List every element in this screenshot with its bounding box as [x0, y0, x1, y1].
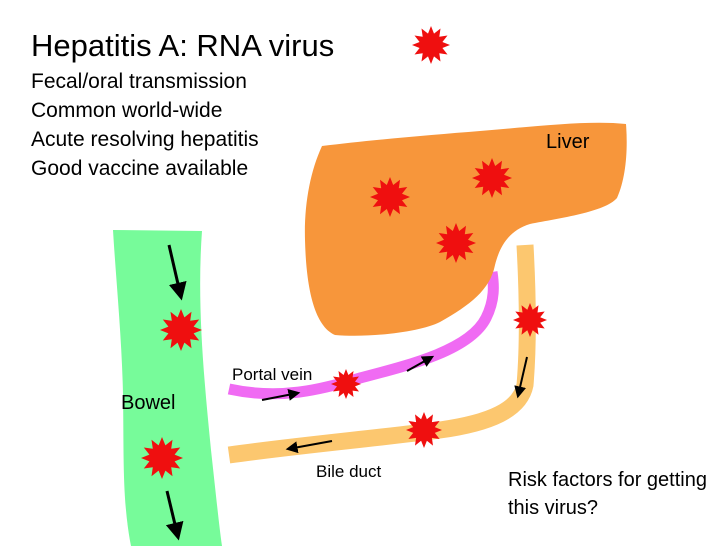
flow-arrow [285, 440, 333, 454]
virus-particle-icon [436, 223, 476, 263]
question-text: Risk factors for getting this virus? [508, 469, 707, 519]
virus-particle-icon [513, 303, 547, 337]
fact-line: Acute resolving hepatitis [31, 128, 259, 151]
page-title: Hepatitis A: RNA virus [31, 28, 335, 63]
bowel-label: Bowel [121, 392, 176, 414]
flow-arrow [514, 356, 528, 399]
virus-particle-icon [472, 158, 512, 198]
fact-line: Good vaccine available [31, 157, 249, 180]
portal-vein-label: Portal vein [232, 365, 313, 384]
virus-particle-icon [412, 26, 450, 64]
flow-arrow [406, 355, 435, 372]
flow-arrow [261, 388, 301, 401]
virus-particle-icon [370, 177, 410, 217]
virus-particle-icon [406, 412, 442, 448]
fact-line: Fecal/oral transmission [31, 70, 247, 93]
bowel-shape [113, 230, 222, 546]
liver-label: Liver [546, 131, 590, 153]
virus-particle-icon [160, 309, 202, 351]
virus-particle-icon [141, 437, 183, 479]
liver-shape [304, 122, 627, 336]
virus-particle-icon [331, 369, 361, 399]
flow-arrow [167, 244, 187, 301]
flow-arrow [165, 490, 184, 541]
bile-duct-label: Bile duct [316, 462, 382, 481]
fact-line: Common world-wide [31, 99, 223, 122]
